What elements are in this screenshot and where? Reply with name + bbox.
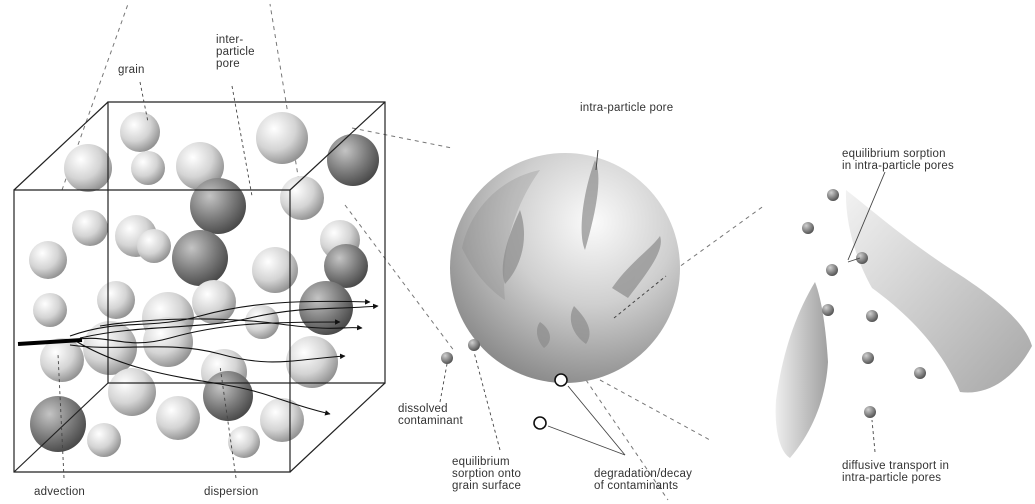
grain-sphere — [203, 371, 253, 421]
grain-sphere — [327, 134, 379, 186]
grain-sphere — [83, 321, 137, 375]
enlarged-grain — [450, 150, 680, 383]
grain-sphere — [72, 210, 108, 246]
grain-sphere — [131, 151, 165, 185]
particle-cube — [14, 102, 385, 472]
label-advection: advection — [34, 486, 85, 498]
label-equilibrium-sorption-grain: equilibrium sorption onto grain surface — [452, 456, 521, 492]
grain-sphere — [192, 280, 236, 324]
label-intra-particle-pore: intra-particle pore — [580, 102, 673, 114]
grain-sphere — [33, 293, 67, 327]
grain-sphere — [156, 396, 200, 440]
grain-sphere — [172, 230, 228, 286]
grain-sphere — [40, 338, 84, 382]
grain-sphere — [120, 112, 160, 152]
grain-sphere — [190, 178, 246, 234]
grain-sphere — [108, 368, 156, 416]
grain-sphere — [97, 281, 135, 319]
pore-closeup — [776, 189, 1032, 458]
label-degradation-decay: degradation/decay of contaminants — [594, 468, 692, 492]
grain-sphere — [30, 396, 86, 452]
dissolved-contaminant-molecules — [441, 339, 480, 364]
grain-sphere — [252, 247, 298, 293]
grain-sphere — [29, 241, 67, 279]
grain-sphere — [137, 229, 171, 263]
label-grain: grain — [118, 64, 145, 76]
grain-sphere — [64, 144, 112, 192]
grain-particles — [29, 112, 379, 458]
label-dissolved-contaminant: dissolved contaminant — [398, 403, 463, 427]
grain-sphere — [280, 176, 324, 220]
grain-sphere — [256, 112, 308, 164]
degraded-contaminants — [534, 374, 567, 429]
grain-sphere — [286, 336, 338, 388]
label-dispersion: dispersion — [204, 486, 258, 498]
label-equilibrium-sorption-intra: equilibrium sorption in intra-particle p… — [842, 148, 954, 172]
grain-sphere — [87, 423, 121, 457]
label-diffusive-transport: diffusive transport in intra-particle po… — [842, 460, 949, 484]
label-inter-particle-pore: inter- particle pore — [216, 34, 255, 70]
